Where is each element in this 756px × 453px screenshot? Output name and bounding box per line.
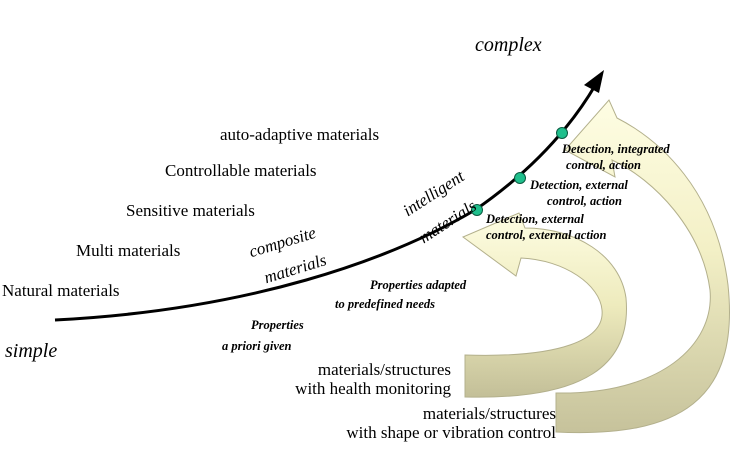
material-level-auto-adaptive: auto-adaptive materials: [220, 125, 380, 144]
health-monitoring-label: materials/structures with health monitor…: [295, 360, 451, 398]
health-monitoring-line1: materials/structures: [317, 360, 451, 379]
properties-adapted-line1: Properties adapted: [370, 278, 467, 292]
stage-marker-2: [514, 172, 526, 184]
stage-2-line2: control, action: [547, 194, 623, 208]
health-monitoring-curved-arrow: [461, 212, 627, 398]
shape-control-curved-arrow: [555, 99, 730, 434]
health-monitoring-line2: with health monitoring: [295, 378, 451, 398]
material-level-multi: Multi materials: [76, 241, 181, 260]
complex-label: complex: [475, 34, 542, 56]
properties-a-priori-line1: Properties: [251, 318, 304, 332]
shape-vibration-control-label: materials/structures with shape or vibra…: [346, 404, 556, 442]
material-level-sensitive: Sensitive materials: [126, 201, 255, 220]
stage-1-line2: control, external action: [486, 228, 607, 242]
stage-3-line2: control, action: [566, 158, 642, 172]
properties-adapted-line2: to predefined needs: [335, 297, 435, 311]
stage-2-line1: Detection, external: [530, 178, 628, 192]
complexity-arrowhead: [584, 70, 604, 93]
properties-a-priori-line2: a priori given: [222, 339, 292, 353]
stage-3-line1: Detection, integrated: [562, 142, 670, 156]
material-level-controllable: Controllable materials: [165, 161, 317, 180]
shape-control-line2: with shape or vibration control: [346, 422, 556, 442]
simple-label: simple: [5, 340, 58, 362]
stage-1-line1: Detection, external: [486, 212, 584, 226]
stage-marker-3: [556, 127, 568, 139]
shape-control-line1: materials/structures: [422, 404, 556, 423]
stage-marker-1: [471, 204, 483, 216]
material-level-natural: Natural materials: [2, 281, 120, 300]
